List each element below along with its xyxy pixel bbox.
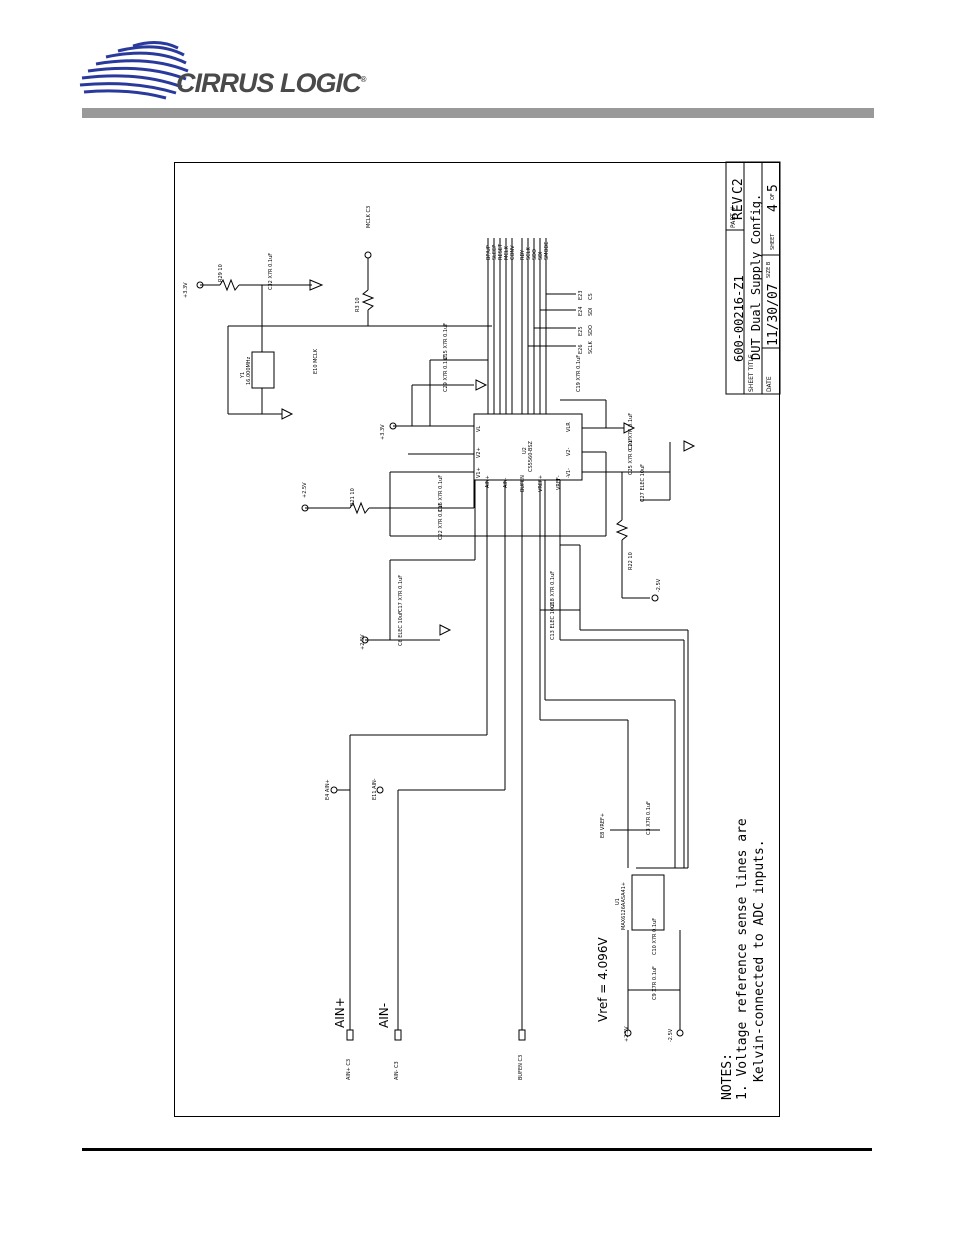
vref-text: Vref = 4.096V <box>596 937 610 1022</box>
tp-e25: E25 <box>578 326 584 336</box>
tp-e24: E24 <box>578 306 584 316</box>
resistor-r21: R21 10 <box>350 488 356 506</box>
resistor-r22: R22 10 <box>628 552 634 570</box>
cap-c29: C29 X7R 0.1uF <box>443 354 449 392</box>
pin-vref-plus: VREF+ <box>538 474 544 492</box>
bufen-connector: BUFEN C3 <box>518 1054 524 1080</box>
cap-c27: C27 ELEC 10uF <box>640 463 646 502</box>
y1-crystal <box>251 351 275 389</box>
header-bar <box>82 108 874 118</box>
cap-c9: C9 X7R 0.1uF <box>652 966 658 1000</box>
signal-sclk: SCLK <box>588 341 594 354</box>
ain-minus-label: AIN- <box>377 1002 391 1028</box>
supply-neg-2v5-b: -2.5V <box>668 1028 674 1042</box>
bus-net-conv: CONV <box>510 245 516 260</box>
u1-vref-chip <box>631 874 665 931</box>
rev-value: C2 <box>731 178 746 194</box>
resistor-r3: R3 10 <box>355 297 361 312</box>
pin-vref-minus: VREF- <box>556 475 562 490</box>
pin-vl: VL <box>476 425 482 432</box>
sheet-total: 5 <box>766 184 781 192</box>
cap-c10: C10 X7R 0.1uF <box>652 917 658 955</box>
ain-plus-connector: AIN+ C3 <box>346 1058 352 1080</box>
supply-2v5-a: +2.5V <box>302 482 308 498</box>
tp-e23: E23 <box>578 290 584 300</box>
signal-cs: CS <box>588 293 594 300</box>
supply-3v3-b: +3.3V <box>380 424 386 440</box>
cap-c13: C13 ELEC 10uF <box>550 601 556 640</box>
signal-sdi: SDI <box>588 307 594 317</box>
u1-part: MAX6126AASA41+ <box>621 881 627 930</box>
notes-heading: NOTES: <box>720 1053 735 1100</box>
pin-vlr: VLR <box>566 422 572 432</box>
sheet-title: DUT Dual Supply Config. <box>749 193 763 360</box>
tp-e26: E26 <box>578 344 584 354</box>
supply-3v3-a: +3.3V <box>183 282 189 298</box>
pin-ain-minus: AIN- <box>503 477 509 488</box>
pin-bufen: BUFEN <box>520 475 526 492</box>
sheet-number: 4 <box>766 204 781 212</box>
pin-ain-plus: AIN+ <box>485 475 491 488</box>
supply-2v5-c: +2.5V <box>624 1026 630 1042</box>
part-number: 600-00216-Z1 <box>732 275 746 362</box>
pin-v1-minus: -V1- <box>566 468 572 478</box>
size-label: SIZE B <box>766 261 772 278</box>
ain-minus-connector: AIN- C3 <box>394 1061 400 1080</box>
date-label: DATE <box>766 376 773 392</box>
u2-part: CS5560-BSZ <box>528 441 534 472</box>
of-label: OF <box>770 193 776 200</box>
y1-frequency: 16.000MHz <box>246 356 252 385</box>
cap-c19: C19 X7R 0.1uF <box>576 354 582 392</box>
cirrus-logic-swirl-icon <box>79 41 189 100</box>
company-logo-text: CIRRUS LOGIC® <box>176 68 366 98</box>
cap-c3: C3 X7R 0.1uF <box>646 801 652 835</box>
cap-c6: C6 ELEC 10uF <box>398 611 404 646</box>
footer-rule <box>82 1148 872 1151</box>
cap-c32: C32 X7R 0.1uF <box>268 252 274 290</box>
ain-plus-label: AIN+ <box>333 997 347 1028</box>
pin-v1p: V1+ <box>476 467 482 478</box>
e8-testpoint: E8 VREF+ <box>600 812 606 838</box>
rev-label: REV <box>731 196 746 220</box>
mclk-connector: MCLK C3 <box>366 205 372 228</box>
notes-line-2: Kelvin-connected to ADC inputs. <box>752 839 767 1082</box>
schematic-frame <box>174 162 780 1117</box>
signal-sdo: SDO <box>588 325 594 336</box>
supply-2v5-b: +2.5V <box>360 634 366 650</box>
pin-v2p: V2+ <box>476 447 482 458</box>
e11-testpoint: E11 AIN- <box>372 778 378 800</box>
bus-net-smode: SMODE <box>544 241 550 260</box>
notes-line-1: 1. Voltage reference sense lines are <box>735 818 750 1100</box>
title-block-box <box>725 161 781 395</box>
date-value: 11/30/07 <box>766 283 781 346</box>
sheet-label: SHEET <box>770 233 776 250</box>
e4-testpoint: E4 AIN+ <box>325 779 331 800</box>
resistor-r29: R29 10 <box>218 264 224 282</box>
e10-testpoint: E10 MCLK <box>313 349 319 374</box>
cap-c22: C22 X7R 0.1uF <box>438 502 444 540</box>
pin-v2-minus: V2- <box>566 447 572 456</box>
cap-c17: C17 X7R 0.1uF <box>398 574 404 612</box>
cap-c25: C25 X7R 0.1uF <box>628 437 634 475</box>
supply-neg-2v5-a: -2.5V <box>656 578 662 592</box>
